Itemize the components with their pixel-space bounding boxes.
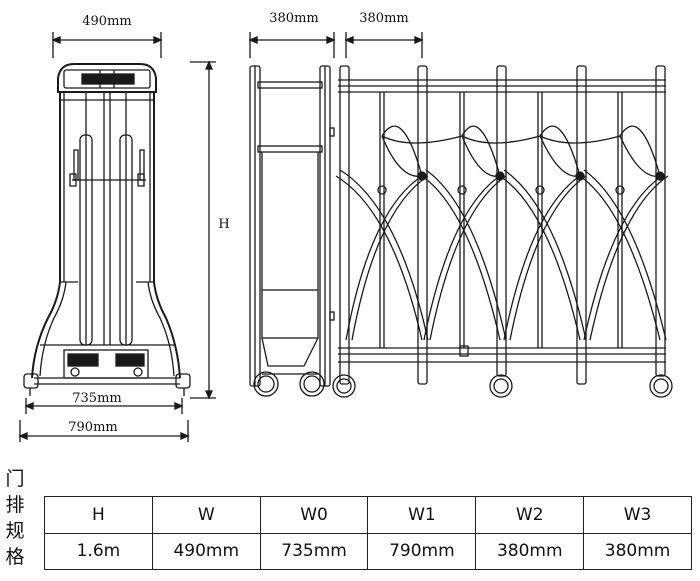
spec-header-cell: W — [151, 496, 261, 534]
dim-unit-section: 380mm — [359, 11, 408, 26]
side-label-char: 排 — [5, 494, 25, 516]
spec-header-cell: H — [44, 496, 153, 534]
front-view: 380mm 380mm — [248, 11, 673, 398]
side-label-char: 门 — [5, 468, 25, 490]
spec-header-cell: W2 — [475, 496, 585, 534]
side-view: 490mm — [18, 14, 230, 442]
dim-height: H — [218, 217, 229, 232]
spec-header-cell: W3 — [583, 496, 692, 534]
dim-inner-base: 735mm — [72, 391, 121, 406]
spec-table-header-row: H W W0 W1 W2 W3 — [44, 496, 692, 534]
side-label-char: 规 — [5, 520, 25, 542]
spec-value-cell: 380mm — [583, 532, 692, 570]
spec-side-label: 门 排 规 格 — [4, 466, 26, 570]
dim-top-width: 490mm — [82, 14, 131, 29]
dim-outer-base: 790mm — [68, 420, 117, 435]
gate-folding-section — [332, 65, 673, 398]
gate-head-section — [249, 65, 335, 397]
spec-header-cell: W1 — [367, 496, 477, 534]
spec-value-cell: 1.6m — [44, 532, 153, 570]
spec-value-cell: 490mm — [151, 532, 261, 570]
side-label-char: 格 — [5, 546, 25, 568]
spec-value-cell: 735mm — [259, 532, 369, 570]
spec-value-cell: 380mm — [475, 532, 585, 570]
spec-table: H W W0 W1 W2 W3 1.6m 490mm 735mm 790mm 3… — [44, 496, 692, 570]
dim-head-section: 380mm — [269, 11, 318, 26]
spec-value-cell: 790mm — [367, 532, 477, 570]
gate-technical-drawing: 490mm — [18, 11, 673, 442]
spec-header-cell: W0 — [259, 496, 369, 534]
spec-table-value-row: 1.6m 490mm 735mm 790mm 380mm 380mm — [44, 532, 692, 570]
